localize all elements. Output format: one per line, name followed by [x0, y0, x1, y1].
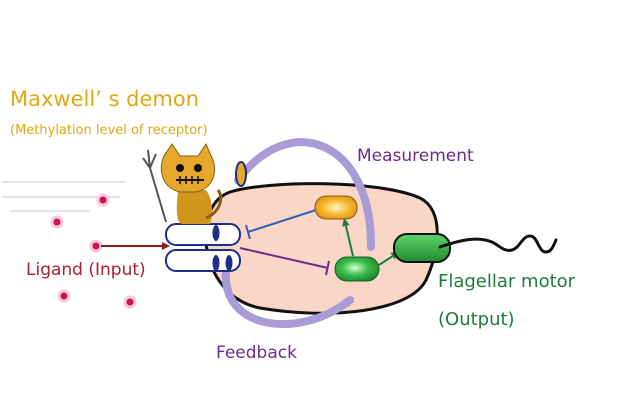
- flagellar-motor: [393, 233, 451, 263]
- methylation-label: (Methylation level of receptor): [10, 123, 208, 138]
- flagellum-icon: [438, 234, 558, 254]
- feedback-label: Feedback: [216, 343, 297, 363]
- measurement-label: Measurement: [357, 146, 474, 166]
- ligand-molecules: [50, 193, 137, 309]
- trident-icon: [142, 149, 167, 223]
- cat-demon-icon: [142, 142, 247, 224]
- feedback-arc: [221, 268, 354, 329]
- inhibit-line-purple: [239, 247, 330, 276]
- ligand-input-label: Ligand (Input): [26, 260, 146, 280]
- flagellar-motor-label: Flagellar motor: [438, 271, 576, 292]
- maxwell-demon-label: Maxwell’ s demon: [10, 87, 200, 111]
- measurement-arc: [234, 138, 376, 251]
- arrow-to-motor: [378, 251, 400, 266]
- cheb-protein: [314, 195, 358, 220]
- inhibit-line-blue: [245, 209, 317, 240]
- arrow-to-cheb: [342, 218, 354, 257]
- chey-protein: [334, 256, 380, 282]
- output-label: (Output): [438, 309, 515, 330]
